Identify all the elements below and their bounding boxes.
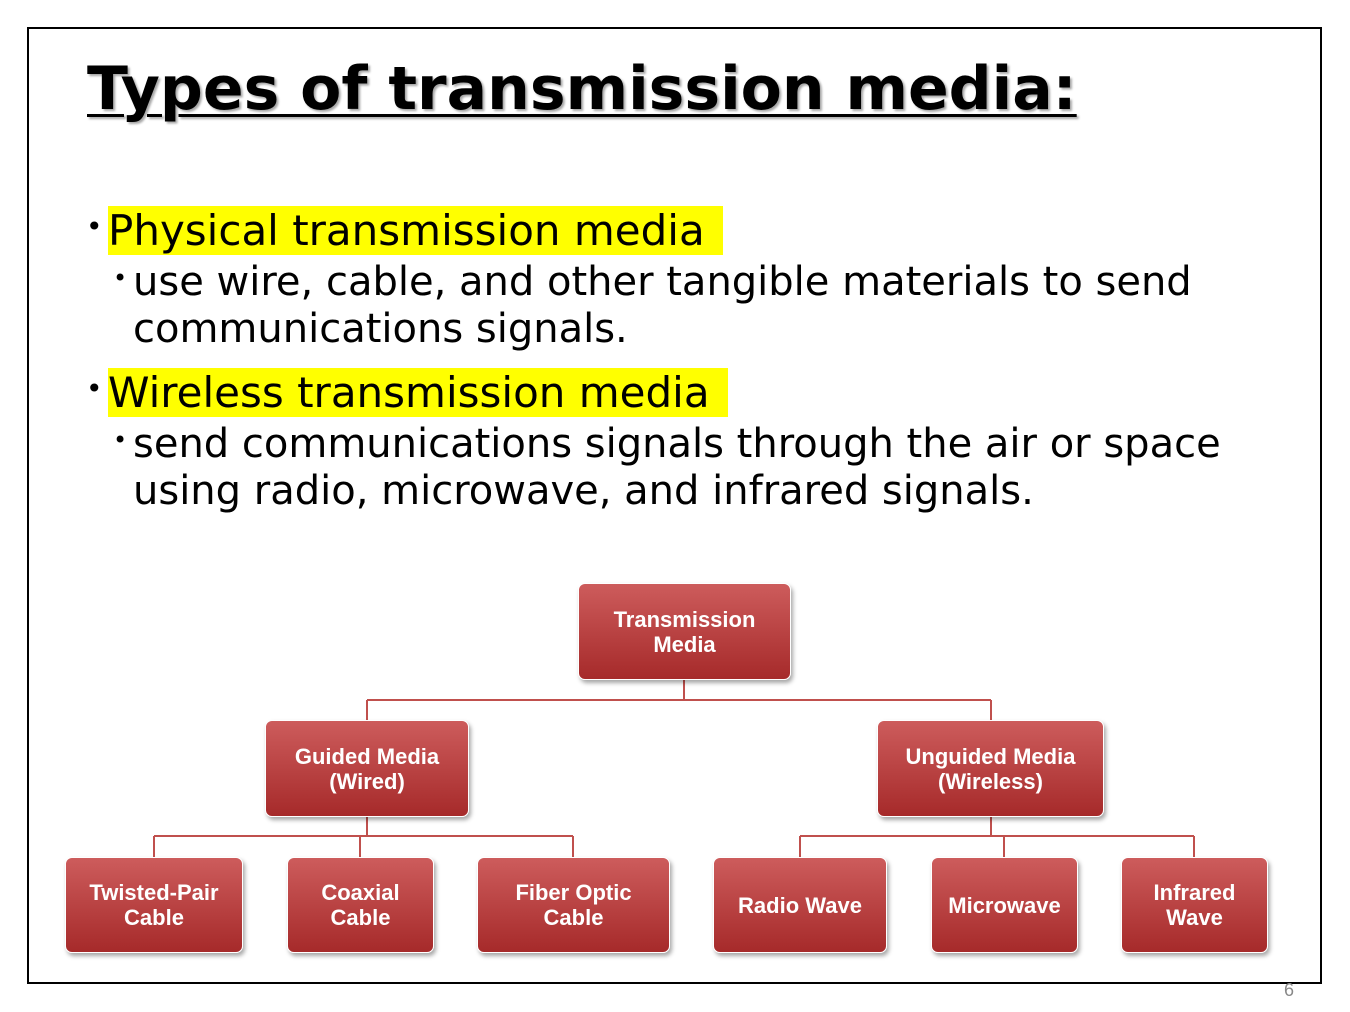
node-unguided-media: Unguided Media (Wireless) (877, 720, 1104, 817)
bullet-physical: •Physical transmission media (86, 205, 1286, 257)
node-transmission-media: Transmission Media (578, 583, 791, 680)
bullet-heading-physical: Physical transmission media (108, 206, 723, 255)
bullet-dot: • (86, 210, 103, 243)
node-radio-wave: Radio Wave (713, 857, 887, 953)
sub-bullet-text-wireless: send communications signals through the … (133, 421, 1221, 514)
slide-frame (27, 27, 1322, 984)
node-microwave: Microwave (931, 857, 1078, 953)
slide-title: Types of transmission media: (87, 54, 1077, 124)
bullet-heading-wireless: Wireless transmission media (108, 368, 728, 417)
node-twisted-pair-cable: Twisted-Pair Cable (65, 857, 243, 953)
node-fiber-optic-cable: Fiber Optic Cable (477, 857, 670, 953)
sub-bullet-dot: • (113, 426, 128, 454)
bullet-dot: • (86, 372, 103, 405)
sub-bullet-physical: •use wire, cable, and other tangible mat… (86, 259, 1286, 353)
node-infrared-wave: Infrared Wave (1121, 857, 1268, 953)
sub-bullet-text-physical: use wire, cable, and other tangible mate… (133, 259, 1192, 352)
bullet-list: •Physical transmission media •use wire, … (86, 205, 1286, 567)
bullet-wireless: •Wireless transmission media (86, 367, 1286, 419)
page-number: 6 (1284, 980, 1295, 1000)
node-guided-media: Guided Media (Wired) (265, 720, 469, 817)
sub-bullet-dot: • (113, 264, 128, 292)
node-coaxial-cable: Coaxial Cable (287, 857, 434, 953)
sub-bullet-wireless: •send communications signals through the… (86, 421, 1286, 515)
